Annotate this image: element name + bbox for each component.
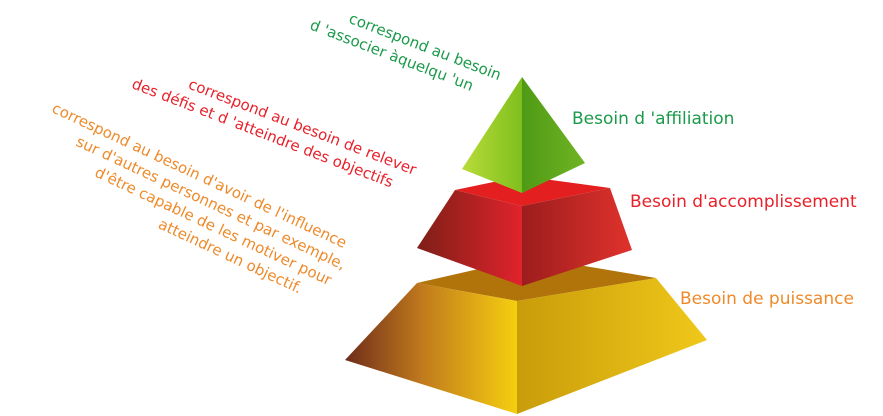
tier-affiliation-right-face (522, 77, 585, 193)
label-affiliation: Besoin d 'affiliation (572, 109, 734, 129)
tier-puissance-left-face (345, 283, 517, 414)
tier-accomplissement-top-face (455, 176, 610, 206)
note-accomplissement-line-1: correspond au besoin de relever (186, 75, 420, 179)
tier-accomplissement-left-face (417, 190, 522, 286)
pyramid-tier-affiliation (462, 77, 585, 193)
pyramid-tier-accomplissement (417, 176, 632, 286)
label-accomplissement: Besoin d'accomplissement (630, 192, 857, 212)
label-puissance: Besoin de puissance (680, 289, 854, 309)
note-affiliation: correspond au besoin d 'associer àquelqu… (308, 9, 504, 94)
tier-accomplissement-right-face (522, 188, 632, 286)
pyramid-tier-puissance (345, 257, 707, 414)
tier-puissance-right-face (517, 278, 707, 414)
tier-affiliation-left-face (462, 77, 522, 193)
